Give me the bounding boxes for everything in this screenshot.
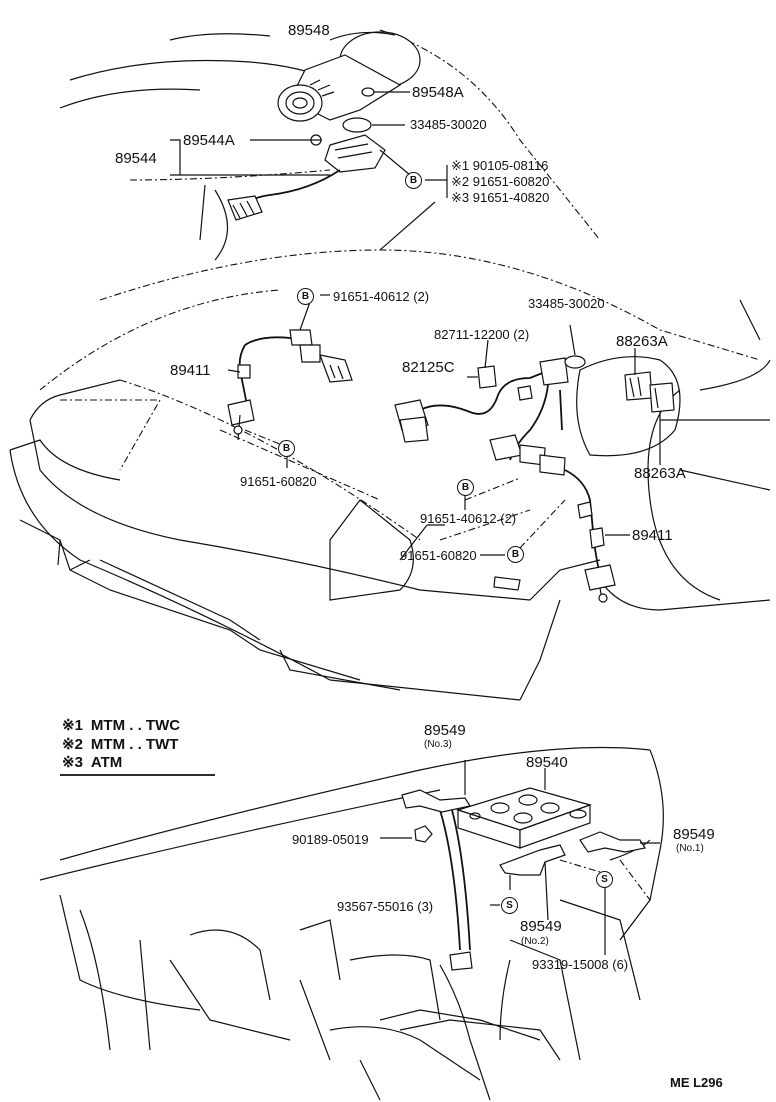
part-88263A-top-label: 88263A: [616, 333, 668, 350]
part-89544-label: 89544: [115, 150, 157, 167]
distributor-89548: [277, 31, 421, 122]
part-91651-40612-top-label: 91651-40612 (2): [333, 289, 430, 304]
part-90189-label: 90189-05019: [292, 832, 369, 847]
legend-row-1: ※1 MTM . . TWC: [62, 716, 180, 734]
legend-row-2: ※2 MTM . . TWT: [62, 735, 178, 753]
legend-mark-3: ※3: [62, 754, 83, 771]
b-mark-5: B: [507, 546, 524, 563]
part-88263A-bottom-label: 88263A: [634, 465, 686, 482]
s-mark-2: S: [596, 871, 613, 888]
sensor-89544: [227, 134, 386, 221]
ecu-89540: [455, 787, 592, 849]
b-mark-1: B: [405, 172, 422, 189]
part-82711-label: 82711-12200 (2): [434, 327, 530, 342]
part-89411-left-label: 89411: [170, 362, 211, 379]
part-91651-40612-mid-label: 91651-40612 (2): [420, 511, 517, 526]
part-93567-label: 93567-55016 (3): [337, 899, 434, 914]
part-33485-mid-label: 33485-30020: [528, 296, 605, 311]
b-mark-3: B: [278, 440, 295, 457]
part-89411-right-label: 89411: [632, 527, 673, 544]
no2-label: (No.2): [521, 936, 549, 947]
relay-88263A: [576, 356, 681, 457]
legend-mark-2: ※2: [62, 736, 83, 753]
part-89544A-label: 89544A: [183, 132, 235, 149]
s-mark-1: S: [501, 897, 518, 914]
part-89549-no3-label: 89549: [424, 722, 466, 739]
part-89549-no2-label: 89549: [520, 918, 562, 935]
legend-text-3: ATM: [90, 754, 123, 771]
abs-sensor-89411-right: [564, 469, 616, 603]
part-91651-60820-left-label: 91651-60820: [240, 474, 317, 489]
b-mark-2: B: [297, 288, 314, 305]
diagram-code: ME L296: [670, 1075, 723, 1090]
part-89548A-label: 89548A: [412, 84, 464, 101]
legend-text-2: MTM . . TWT: [90, 736, 179, 753]
no3-label: (No.3): [424, 739, 452, 750]
note-2-label: ※2 91651-60820: [451, 174, 550, 189]
connector-82125C: [394, 357, 569, 476]
part-82125C-label: 82125C: [402, 359, 455, 376]
legend-mark-1: ※1: [62, 717, 83, 734]
b-mark-4: B: [457, 479, 474, 496]
part-89540-label: 89540: [526, 754, 568, 771]
part-33485-top-label: 33485-30020: [410, 117, 487, 132]
note-1-label: ※1 90105-08116: [451, 158, 549, 173]
note-3-label: ※3 91651-40820: [451, 190, 550, 205]
abs-sensor-89411-left: [227, 329, 353, 441]
no1-label: (No.1): [676, 843, 704, 854]
part-89549-no1-label: 89549: [673, 826, 715, 843]
part-89548-label: 89548: [288, 22, 330, 39]
legend-text-1: MTM . . TWC: [90, 717, 181, 734]
part-91651-60820-bottom-label: 91651-60820: [400, 548, 477, 563]
legend-row-3: ※3 ATM: [62, 753, 122, 771]
part-93319-label: 93319-15008 (6): [532, 957, 629, 972]
